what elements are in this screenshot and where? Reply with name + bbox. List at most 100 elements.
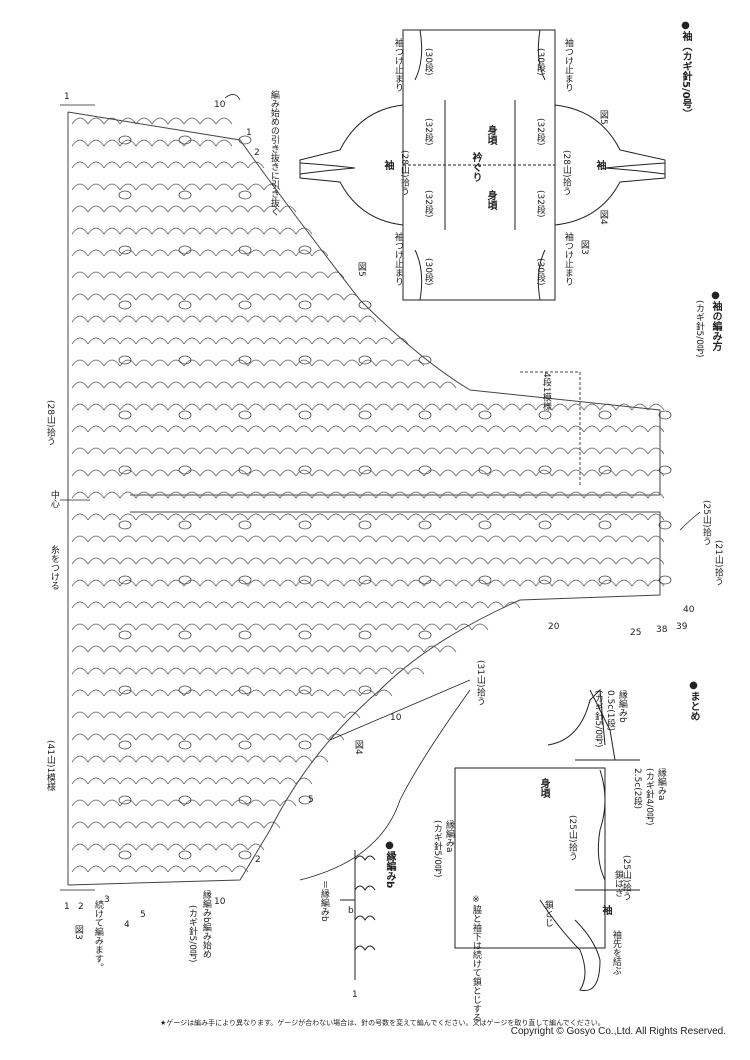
chain-arch	[311, 667, 329, 675]
chain-arch	[279, 601, 297, 609]
chain-arch	[103, 755, 121, 763]
chain-arch	[391, 601, 409, 609]
chain-arch	[311, 733, 329, 741]
right-sleeve-outline	[554, 104, 666, 226]
chain-arch	[119, 733, 137, 741]
chain-arch	[71, 293, 89, 301]
chain-arch	[135, 425, 153, 433]
chain-arch	[487, 491, 505, 499]
chain-arch	[551, 403, 569, 411]
shell-stitch	[298, 410, 312, 420]
chain-arch	[87, 601, 105, 609]
chain-arch	[247, 183, 265, 191]
pickup-28-label: (28山)拾う	[398, 150, 409, 196]
chain-arch	[119, 161, 137, 169]
chain-arch	[215, 425, 233, 433]
chain-arch	[103, 689, 121, 697]
chain-arch	[119, 799, 137, 807]
chain-arch	[375, 535, 393, 543]
chain-arch	[199, 447, 217, 455]
chain-arch	[103, 205, 121, 213]
chain-arch	[391, 557, 409, 565]
chain-arch	[151, 799, 169, 807]
chain-arch	[279, 491, 297, 499]
chain-arch	[87, 161, 105, 169]
shell-stitch	[118, 355, 132, 365]
chain-arch	[407, 667, 425, 675]
chain-arch	[311, 601, 329, 609]
chain-arch	[119, 381, 137, 389]
chain-arch	[279, 205, 297, 213]
chain-arch	[215, 161, 233, 169]
chain-arch	[551, 557, 569, 565]
chain-arch	[71, 139, 89, 147]
chain-arch	[247, 425, 265, 433]
shell-stitch	[358, 410, 372, 420]
chain-arch	[71, 667, 89, 675]
chain-arch	[71, 755, 89, 763]
chain-arch	[279, 513, 297, 521]
chain-arch	[519, 447, 537, 455]
chain-arch	[295, 689, 313, 697]
chain-arch	[71, 711, 89, 719]
shell-stitch	[178, 190, 192, 200]
shell-stitch	[178, 685, 192, 695]
chain-arch	[215, 623, 233, 631]
chain-arch	[215, 667, 233, 675]
chain-arch	[391, 645, 409, 653]
chain-arch	[631, 469, 649, 477]
chain-arch	[439, 513, 457, 521]
chain-arch	[263, 403, 281, 411]
chain-arch	[359, 513, 377, 521]
chain-arch	[215, 227, 233, 235]
chain-arch	[103, 161, 121, 169]
chain-arch	[119, 271, 137, 279]
chain-arch	[519, 491, 537, 499]
chain-arch	[535, 469, 553, 477]
chain-arch	[87, 403, 105, 411]
chain-arch	[135, 139, 153, 147]
chain-arch	[231, 425, 249, 433]
chain-arch	[247, 711, 265, 719]
chain-arch	[583, 579, 601, 587]
chain-arch	[151, 777, 169, 785]
chain-arch	[263, 315, 281, 323]
chain-arch	[439, 535, 457, 543]
chain-arch	[327, 601, 345, 609]
chain-arch	[407, 403, 425, 411]
chain-arch	[327, 381, 345, 389]
chain-arch	[167, 865, 185, 873]
border-start-label: 縁編みb編み始め	[200, 890, 211, 959]
chain-arch	[135, 711, 153, 719]
body-label: 身頃	[485, 190, 496, 210]
chain-arch	[231, 733, 249, 741]
chain-arch	[455, 535, 473, 543]
finishing-chain: 鎖はぎ	[612, 870, 623, 897]
row-number: 10	[390, 713, 402, 723]
chain-arch	[407, 601, 425, 609]
shell-stitch	[298, 795, 312, 805]
chain-arch	[423, 513, 441, 521]
chain-arch	[279, 359, 297, 367]
shell-stitch	[538, 465, 552, 475]
sleeve-label: 袖	[382, 160, 393, 170]
chain-arch	[375, 689, 393, 697]
chain-arch	[279, 337, 297, 345]
chain-arch	[391, 469, 409, 477]
chain-arch	[151, 293, 169, 301]
chain-arch	[231, 777, 249, 785]
chain-arch	[279, 425, 297, 433]
row-number: 2	[78, 902, 84, 912]
chain-arch	[87, 491, 105, 499]
shell-stitch	[358, 355, 372, 365]
chain-arch	[231, 821, 249, 829]
chain-arch	[135, 271, 153, 279]
chain-arch	[391, 403, 409, 411]
chain-arch	[71, 315, 89, 323]
chain-arch	[247, 381, 265, 389]
chain-arch	[583, 425, 601, 433]
chain-arch	[135, 359, 153, 367]
chain-arch	[407, 381, 425, 389]
chain-arch	[151, 205, 169, 213]
